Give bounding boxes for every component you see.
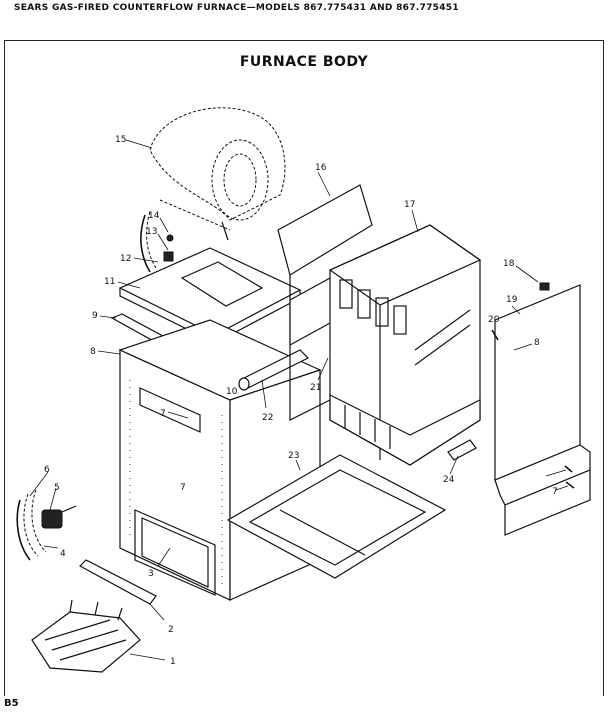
callout-11: 12 — [120, 254, 131, 264]
callout-9a: 9 — [92, 311, 98, 321]
screw-7 — [565, 481, 575, 489]
fastener-17 — [539, 282, 550, 291]
diagram-frame — [4, 40, 604, 696]
callout-4: 4 — [60, 549, 66, 559]
side-panel — [494, 284, 591, 536]
diagram-title: FURNACE BODY — [239, 54, 369, 70]
header-text: SEARS GAS-FIRED COUNTERFLOW FURNACE—MODE… — [14, 3, 459, 13]
burner-manifold — [238, 349, 310, 391]
heat-exchanger — [328, 224, 482, 466]
callout-7b: 7 — [552, 487, 558, 497]
callout-8a: 8 — [90, 347, 96, 357]
burner-assembly — [31, 599, 141, 673]
callout-6: 6 — [44, 465, 50, 475]
callout-23: 24 — [443, 475, 455, 485]
blower-housing — [149, 107, 286, 241]
bottom-frame — [226, 454, 447, 579]
callout-12: 13 — [146, 227, 157, 237]
callout-13: 14 — [148, 211, 160, 221]
screw-19 — [491, 329, 499, 341]
gas-valve-parts — [16, 489, 77, 561]
bracket-23 — [447, 439, 477, 461]
filter-bracket — [79, 559, 157, 605]
callout-3: 3 — [148, 569, 154, 579]
callout-7c: 7 — [180, 483, 186, 493]
callout-2: 2 — [168, 625, 174, 635]
callout-19: 20 — [488, 315, 500, 325]
callout-22: 23 — [288, 451, 299, 461]
callout-17: 18 — [503, 259, 515, 269]
callout-7a: 7 — [160, 409, 166, 419]
screw-24 — [564, 465, 573, 473]
callout-16: 17 — [404, 200, 415, 210]
page-code: B5 — [4, 698, 19, 709]
top-panel — [118, 247, 302, 344]
callout-10: 11 — [104, 277, 115, 287]
callout-14: 15 — [115, 135, 126, 145]
callout-15: 16 — [315, 163, 327, 173]
callout-9b: 10 — [226, 387, 238, 397]
callouts: 15 16 17 18 19 20 14 13 12 11 9 8 8 10 2… — [44, 135, 558, 667]
callout-5: 5 — [54, 483, 60, 493]
callout-20: 21 — [310, 383, 321, 393]
callout-1: 1 — [170, 657, 176, 667]
callout-21: 22 — [262, 413, 273, 423]
limit-switch-parts — [140, 211, 174, 273]
callout-8b: 8 — [534, 338, 540, 348]
callout-18: 19 — [506, 295, 518, 305]
